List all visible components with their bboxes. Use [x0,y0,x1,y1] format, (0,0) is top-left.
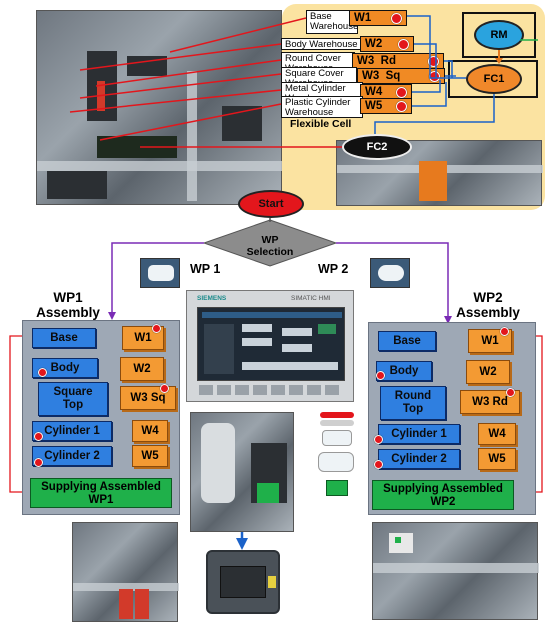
warehouse-tag-text: W4 [365,86,383,98]
status-dot [160,384,169,393]
status-dot [374,460,383,469]
status-dot [428,55,439,67]
rm-label: RM [490,29,508,41]
warehouse-tag-text: W2 [365,38,383,50]
status-dot [38,368,47,377]
status-dot [374,435,383,444]
status-dot [376,371,385,380]
wp1-thumbnail [140,258,180,288]
fc1-frame [448,60,538,98]
hmi-panel: SIEMENS SIMATIC HMI [186,290,354,402]
parts-column [308,410,358,500]
status-dot [500,327,509,336]
warehouse-label-plastic-cylinder: Plastic Cylinder Warehouse [281,96,363,118]
status-dot [152,324,161,333]
warehouse-tag-text: W3 Sq [362,70,401,82]
wp2-title: WP2 Assembly [456,290,520,320]
wp1-part-body: Body [32,358,98,378]
fc2-label: FC2 [366,141,388,153]
warehouse-tag-text: W3 Rd [357,55,396,67]
wp1-tag-w4: W4 [132,420,168,442]
warehouse-label-body: Body Warehouse [281,38,367,50]
wp2-part-body: Body [376,361,432,381]
wp1-part-cylinder-2: Cylinder 2 [32,446,112,466]
warehouse-tag-w4: W4 [360,84,412,100]
selection-label: WP Selection [246,234,294,258]
wp1-part-top: Square Top [38,382,108,416]
status-dot [34,458,43,467]
rm-node: RM [474,20,524,50]
wp2-branch [336,242,449,322]
station-photo [36,10,283,205]
status-dot [398,38,409,50]
start-label: Start [258,198,284,210]
wp1-result-photo [72,522,179,622]
fc1-links [374,15,495,134]
wp1-tag-w5: W5 [132,445,168,467]
status-dot [396,86,407,98]
warehouse-tag-w3-sq: W3 Sq [357,68,445,84]
warehouse-tag-w1: W1 [349,10,407,26]
wp2-part-cylinder-1: Cylinder 1 [378,424,460,444]
wp2-tag-w2: W2 [466,360,510,384]
fc1-node: FC1 [466,64,522,94]
hmi-screen [197,307,345,381]
selection-diamond [202,219,338,267]
hmi-model: SIMATIC HMI [291,295,331,302]
warehouse-tag-w2: W2 [360,36,414,52]
wp1-tag-w2: W2 [120,357,164,381]
wp2-supply-box: Supplying Assembled WP2 [372,480,514,510]
warehouse-tag-w5: W5 [360,98,412,114]
wp1-branch-label: WP 1 [190,262,221,276]
wp1-supply-box: Supplying Assembled WP1 [30,478,172,508]
wp2-tag-w4: W4 [478,423,516,445]
warehouse-tag-text: W5 [365,100,383,112]
status-dot [396,100,407,112]
wp2-part-top: Round Top [380,386,446,420]
start-node: Start [238,190,304,218]
status-dot [506,388,515,397]
assembled-part-photo [206,550,280,614]
wp1-part-base: Base [32,328,96,348]
wp2-part-cylinder-2: Cylinder 2 [378,449,460,469]
flexible-cell-label: Flexible Cell [290,118,352,130]
wp1-branch [111,242,204,318]
wp1-tag-w3-sq: W3 Sq [120,386,176,410]
warehouse-tag-text: W1 [354,12,372,24]
fc1-label: FC1 [483,73,505,85]
hmi-brand: SIEMENS [197,295,227,302]
robot-photo [190,412,294,532]
wp1-title: WP1 Assembly [36,290,100,320]
fc2-photo [336,140,543,206]
status-dot [34,432,43,441]
wp2-branch-label: WP 2 [318,262,349,276]
wp1-part-cylinder-1: Cylinder 1 [32,421,112,441]
warehouse-links [69,17,342,148]
wp2-tag-w1: W1 [468,329,512,353]
wp2-thumbnail [370,258,410,288]
wp2-tag-w5: W5 [478,448,516,470]
wp2-result-photo [372,522,539,620]
wp2-part-base: Base [378,331,436,351]
status-dot [391,12,402,24]
fc2-node: FC2 [342,134,412,160]
